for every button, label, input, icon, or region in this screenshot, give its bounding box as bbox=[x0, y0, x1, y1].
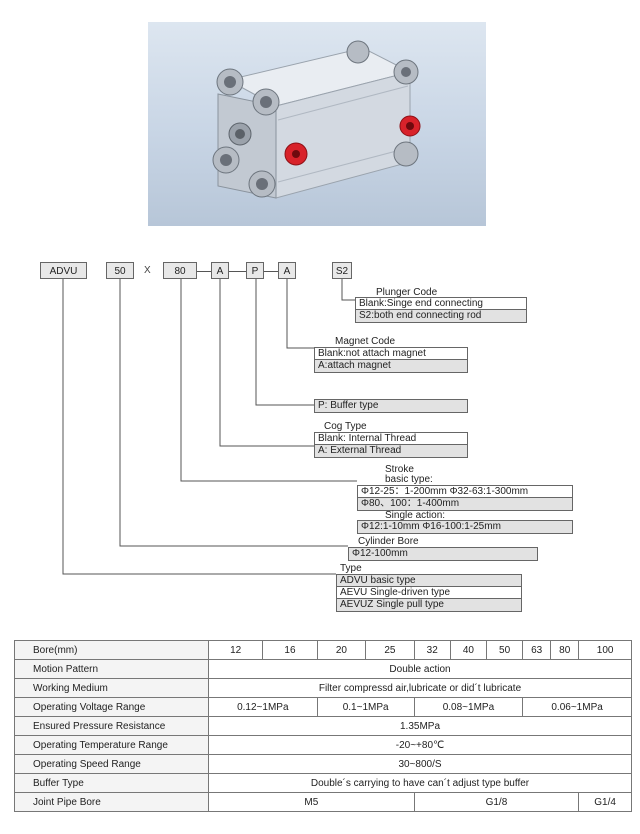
product-photo bbox=[148, 22, 486, 226]
magnet-options: Blank:not attach magnet A:attach magnet bbox=[314, 347, 468, 373]
medium-value: Filter compressd air,lubricate or did´t … bbox=[208, 678, 632, 698]
motion-row-label: Motion Pattern bbox=[14, 659, 209, 679]
buffer-options: P: Buffer type bbox=[314, 399, 468, 413]
bore-options: Φ12-100mm bbox=[348, 547, 538, 561]
magnet-option-a: A:attach magnet bbox=[315, 360, 467, 372]
table-row: Joint Pipe Bore M5 G1/8 G1/4 bbox=[14, 792, 632, 812]
magnet-option-blank: Blank:not attach magnet bbox=[315, 348, 467, 360]
bore-cell: 50 bbox=[485, 640, 524, 660]
type-option-aevu: AEVU Single-driven type bbox=[337, 587, 521, 599]
cog-options: Blank: Internal Thread A: External Threa… bbox=[314, 432, 468, 458]
code-separator-x: X bbox=[144, 265, 151, 276]
dash bbox=[197, 271, 211, 272]
code-magnet: A bbox=[278, 262, 296, 279]
speed-value: 30~800/S bbox=[208, 754, 632, 774]
ordering-code-diagram: ADVU 50 X 80 A P A S2 Plunger Code Blank… bbox=[0, 240, 640, 620]
code-cog: A bbox=[211, 262, 229, 279]
table-row: Working Medium Filter compressd air,lubr… bbox=[14, 678, 632, 698]
bore-row-label: Bore(mm) bbox=[14, 640, 209, 660]
voltage-row-label: Operating Voltage Range bbox=[14, 697, 209, 717]
plunger-option-blank: Blank:Singe end connecting bbox=[356, 298, 526, 310]
stroke-basic-label: basic type: bbox=[385, 474, 433, 485]
pressure-value: 1.35MPa bbox=[208, 716, 632, 736]
code-stroke: 80 bbox=[163, 262, 197, 279]
speed-row-label: Operating Speed Range bbox=[14, 754, 209, 774]
bore-cell: 25 bbox=[365, 640, 415, 660]
plunger-option-s2: S2:both end connecting rod bbox=[356, 310, 526, 322]
table-row: Operating Speed Range 30~800/S bbox=[14, 754, 632, 774]
bore-cell: 100 bbox=[578, 640, 632, 660]
type-title: Type bbox=[340, 563, 362, 574]
table-row: Motion Pattern Double action bbox=[14, 659, 632, 679]
leader-lines bbox=[62, 279, 357, 575]
type-option-advu: ADVU basic type bbox=[337, 575, 521, 587]
bore-cell: 12 bbox=[207, 640, 264, 660]
pipe-value: G1/8 bbox=[413, 792, 580, 812]
cylinder-illustration bbox=[212, 40, 421, 199]
temp-row-label: Operating Temperature Range bbox=[14, 735, 209, 755]
pressure-row-label: Ensured Pressure Resistance bbox=[14, 716, 209, 736]
stroke-basic-options: Φ12-25：1-200mm Φ32-63:1-300mm Φ80、100：1-… bbox=[357, 485, 573, 511]
voltage-value: 0.08~1MPa bbox=[413, 697, 524, 717]
medium-row-label: Working Medium bbox=[14, 678, 209, 698]
voltage-value: 0.06~1MPa bbox=[522, 697, 632, 717]
code-bore: 50 bbox=[106, 262, 134, 279]
dash bbox=[264, 271, 278, 272]
bore-option-range: Φ12-100mm bbox=[349, 548, 537, 560]
plunger-title: Plunger Code bbox=[376, 287, 438, 298]
stroke-basic-range-1: Φ12-25：1-200mm Φ32-63:1-300mm bbox=[358, 486, 572, 498]
pipe-row-label: Joint Pipe Bore bbox=[14, 792, 209, 812]
stroke-title: Stroke bbox=[385, 464, 414, 475]
bore-cell: 63 bbox=[522, 640, 552, 660]
buffer-row-label: Buffer Type bbox=[14, 773, 209, 793]
cog-option-blank: Blank: Internal Thread bbox=[315, 433, 467, 445]
magnet-title: Magnet Code bbox=[335, 336, 396, 347]
code-plunger: S2 bbox=[332, 262, 352, 279]
voltage-value: 0.1~1MPa bbox=[316, 697, 415, 717]
pipe-value: G1/4 bbox=[578, 792, 632, 812]
temp-value: -20~+80℃ bbox=[208, 735, 632, 755]
table-row: Bore(mm) 12 16 20 25 32 40 50 63 80 100 bbox=[14, 640, 632, 660]
buffer-value: Double´s carrying to have can´t adjust t… bbox=[208, 773, 632, 793]
dash bbox=[229, 271, 246, 272]
table-row: Buffer Type Double´s carrying to have ca… bbox=[14, 773, 632, 793]
buffer-option-p: P: Buffer type bbox=[315, 400, 467, 412]
bore-cell: 32 bbox=[413, 640, 451, 660]
stroke-single-label: Single action: bbox=[385, 510, 446, 521]
plunger-options: Blank:Singe end connecting S2:both end c… bbox=[355, 297, 527, 323]
stroke-basic-range-2: Φ80、100：1-400mm bbox=[358, 498, 572, 510]
motion-value: Double action bbox=[208, 659, 632, 679]
type-option-aevuz: AEVUZ Single pull type bbox=[337, 599, 521, 611]
voltage-value: 0.12~1MPa bbox=[208, 697, 318, 717]
type-options: ADVU basic type AEVU Single-driven type … bbox=[336, 574, 522, 612]
bore-cell: 80 bbox=[550, 640, 580, 660]
bore-cell: 16 bbox=[262, 640, 318, 660]
pipe-value: M5 bbox=[208, 792, 415, 812]
code-buffer: P bbox=[246, 262, 264, 279]
table-row: Operating Voltage Range 0.12~1MPa 0.1~1M… bbox=[14, 697, 632, 717]
code-type: ADVU bbox=[40, 262, 87, 279]
cog-title: Cog Type bbox=[324, 421, 367, 432]
table-row: Operating Temperature Range -20~+80℃ bbox=[14, 735, 632, 755]
stroke-single-options: Φ12:1-10mm Φ16-100:1-25mm bbox=[357, 520, 573, 534]
spec-table: Bore(mm) 12 16 20 25 32 40 50 63 80 100 … bbox=[14, 640, 632, 812]
bore-cell: 40 bbox=[449, 640, 487, 660]
bore-cell: 20 bbox=[316, 640, 367, 660]
stroke-single-range: Φ12:1-10mm Φ16-100:1-25mm bbox=[358, 521, 572, 533]
cog-option-a: A: External Thread bbox=[315, 445, 467, 457]
bore-title: Cylinder Bore bbox=[358, 536, 419, 547]
table-row: Ensured Pressure Resistance 1.35MPa bbox=[14, 716, 632, 736]
